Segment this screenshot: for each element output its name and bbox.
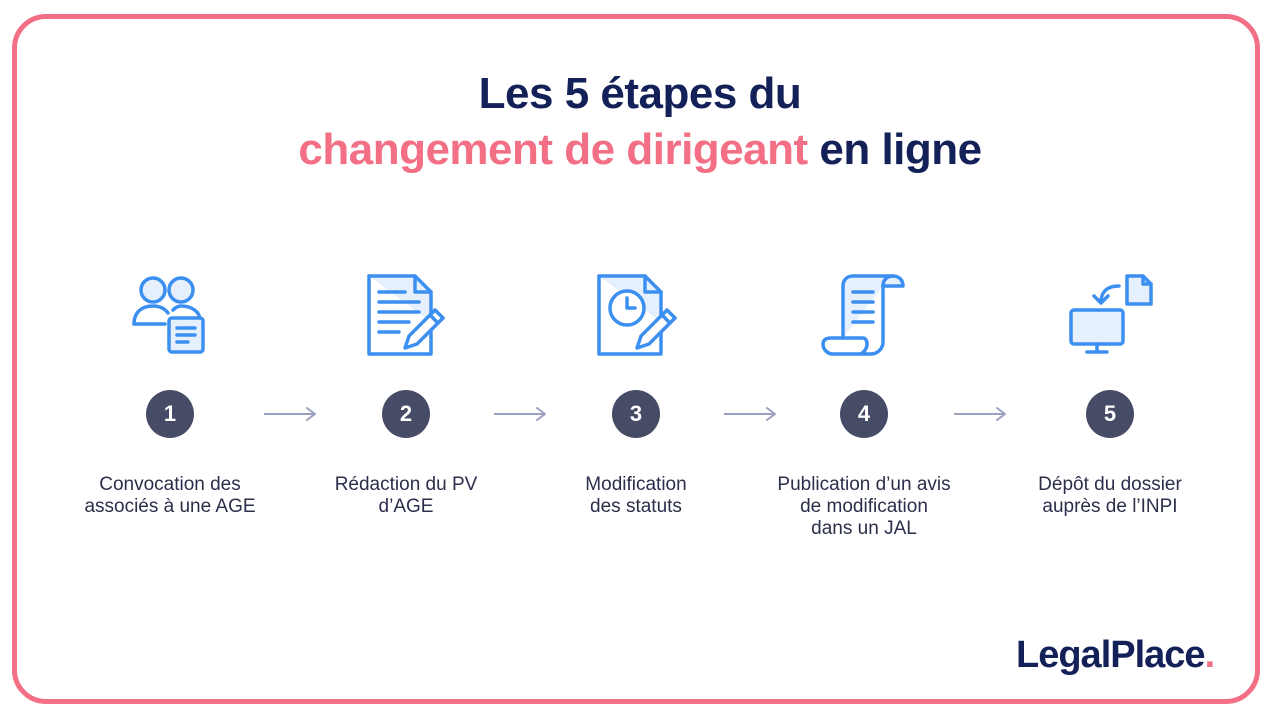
step-number-2: 2 (382, 390, 430, 438)
step-number-1: 1 (146, 390, 194, 438)
step-label-3: Modification des statuts (585, 474, 687, 517)
arrow-right-icon (494, 407, 546, 421)
scroll-icon (819, 270, 909, 360)
step-number-4: 4 (840, 390, 888, 438)
logo-text: LegalPlace (1016, 634, 1206, 676)
document-pen-icon (361, 270, 451, 360)
arrow-right-icon (724, 407, 776, 421)
step-number-3: 3 (612, 390, 660, 438)
people-document-icon (125, 270, 215, 360)
document-clock-pen-icon (591, 270, 681, 360)
monitor-upload-document-icon (1065, 270, 1155, 360)
arrow-right-icon (954, 407, 1006, 421)
step-label-5: Dépôt du dossier auprès de l’INPI (1038, 474, 1182, 517)
card-frame (12, 14, 1260, 704)
page-title: Les 5 étapes du changement de dirigeant … (0, 66, 1280, 178)
step-label-1: Convocation des associés à une AGE (84, 474, 256, 517)
title-line-1: Les 5 étapes du (478, 69, 802, 118)
step-label-2: Rédaction du PV d’AGE (334, 474, 478, 517)
arrow-right-icon (264, 407, 316, 421)
step-number-5: 5 (1086, 390, 1134, 438)
title-highlight: changement de dirigeant (298, 125, 808, 174)
logo-dot: . (1204, 634, 1216, 676)
legalplace-logo: LegalPlace. (1016, 632, 1216, 678)
step-label-4: Publication d’un avis de modification da… (777, 474, 951, 539)
title-line-2-rest: en ligne (807, 125, 982, 174)
